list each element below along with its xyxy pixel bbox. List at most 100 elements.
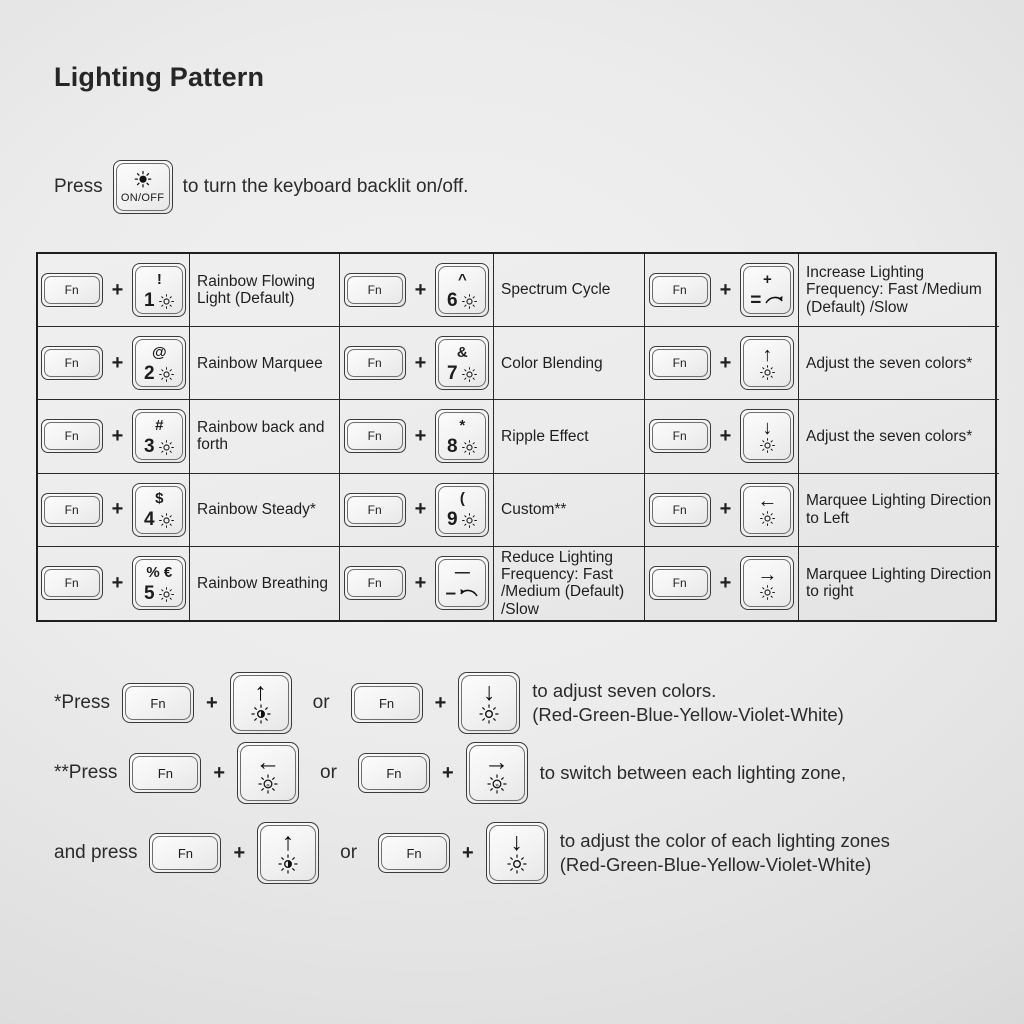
fn-key-label: Fn bbox=[64, 502, 79, 517]
fn-key[interactable]: Fn bbox=[648, 419, 711, 454]
shortcut-key[interactable]: *8 bbox=[435, 409, 490, 464]
shortcut-description: Increase Lighting Frequency: Fast /Mediu… bbox=[799, 254, 999, 328]
fn-key[interactable]: Fn bbox=[648, 273, 711, 308]
key-legend-number: 8 bbox=[447, 435, 458, 457]
key-legend-bottom: 1 bbox=[144, 288, 175, 310]
fn-key[interactable]: Fn bbox=[343, 566, 406, 601]
shortcut-description: Rainbow back and forth bbox=[190, 400, 340, 474]
key-legend-bottom: 4 bbox=[144, 507, 175, 529]
fn-key[interactable]: Fn bbox=[149, 833, 222, 873]
fn-key[interactable]: Fn bbox=[648, 566, 711, 601]
fn-key-label: Fn bbox=[672, 283, 687, 298]
fn-key-label: Fn bbox=[378, 695, 395, 711]
shortcut-description: Ripple Effect bbox=[494, 400, 645, 474]
fn-key[interactable]: Fn bbox=[40, 346, 103, 381]
sun-icon bbox=[478, 703, 500, 725]
fn-key-label: Fn bbox=[367, 356, 382, 371]
shortcut-key[interactable]: ↑ bbox=[257, 822, 320, 884]
shortcut-combo: Fn++= bbox=[645, 254, 799, 328]
plus-separator: + bbox=[719, 424, 732, 447]
fn-key[interactable]: Fn bbox=[40, 419, 103, 454]
shortcut-key[interactable]: (9 bbox=[435, 482, 490, 537]
fn-key[interactable]: Fn bbox=[40, 273, 103, 308]
shortcut-key[interactable]: % €5 bbox=[132, 556, 187, 611]
key-legend-bottom: 5 bbox=[144, 581, 175, 603]
shortcut-combo: Fn + &7 bbox=[340, 327, 494, 401]
shortcut-key[interactable]: ↓ bbox=[458, 672, 521, 734]
fn-key[interactable]: Fn bbox=[350, 683, 423, 723]
onoff-key[interactable]: ON/OFF bbox=[112, 160, 173, 214]
shortcut-key[interactable]: @2 bbox=[132, 336, 187, 391]
sun-icon bbox=[461, 293, 478, 310]
shortcut-description: Reduce Lighting Frequency: Fast /Medium … bbox=[494, 546, 645, 620]
sun-icon bbox=[759, 584, 776, 601]
shortcut-description: Adjust the seven colors* bbox=[799, 400, 999, 474]
sun-icon bbox=[759, 437, 776, 454]
shortcut-key[interactable]: #3 bbox=[132, 409, 187, 464]
shortcut-combo: Fn+% €5 bbox=[38, 546, 190, 620]
key-legend-top: ( bbox=[459, 490, 465, 508]
fn-key-label: Fn bbox=[386, 765, 402, 781]
plus-separator: + bbox=[111, 498, 124, 521]
sun-icon bbox=[158, 366, 175, 383]
key-legend-bottom: 3 bbox=[144, 434, 175, 456]
shortcut-key[interactable]: !1 bbox=[132, 263, 187, 318]
arrow-left-icon: ← bbox=[757, 490, 778, 513]
key-legend-bottom: – bbox=[446, 581, 480, 603]
fn-key[interactable]: Fn bbox=[378, 833, 451, 873]
fn-key[interactable]: Fn bbox=[121, 683, 194, 723]
shortcut-key[interactable]: → bbox=[740, 556, 795, 611]
sun-next-icon: » bbox=[486, 773, 508, 795]
footnote-or-label: or bbox=[340, 842, 358, 863]
fn-key[interactable]: Fn bbox=[40, 566, 103, 601]
shortcut-key[interactable]: —– bbox=[435, 556, 490, 611]
shortcut-key[interactable]: ^6 bbox=[435, 263, 490, 318]
key-legend-number: 3 bbox=[144, 435, 155, 457]
backlit-toggle-instruction: Press bbox=[54, 160, 468, 214]
shortcut-key[interactable]: ← bbox=[740, 482, 795, 537]
fn-key[interactable]: Fn bbox=[343, 492, 406, 527]
plus-separator: + bbox=[414, 571, 427, 594]
shortcut-description: Color Blending bbox=[494, 327, 645, 401]
fn-key[interactable]: Fn bbox=[40, 492, 103, 527]
plus-separator: + bbox=[414, 498, 427, 521]
shortcut-key[interactable]: ↓ bbox=[485, 822, 548, 884]
plus-separator: + bbox=[111, 278, 124, 301]
key-legend-top: % € bbox=[146, 563, 173, 581]
sun-icon bbox=[461, 366, 478, 383]
shortcut-key[interactable]: ↑ bbox=[740, 336, 795, 391]
shortcut-description: Rainbow Steady* bbox=[190, 473, 340, 547]
key-legend-number: 6 bbox=[447, 289, 458, 311]
fn-key-label: Fn bbox=[64, 429, 79, 444]
sun-icon bbox=[461, 512, 478, 529]
fn-key[interactable]: Fn bbox=[648, 492, 711, 527]
plus-separator: + bbox=[213, 761, 226, 784]
shortcut-key[interactable]: →» bbox=[465, 742, 528, 804]
footnote-label: *Press bbox=[54, 692, 110, 713]
fn-key[interactable]: Fn bbox=[343, 346, 406, 381]
fn-key[interactable]: Fn bbox=[343, 273, 406, 308]
shortcut-key[interactable]: $4 bbox=[132, 482, 187, 537]
plus-separator: + bbox=[414, 351, 427, 374]
key-legend-number: – bbox=[445, 582, 457, 604]
arrow-right-icon: → bbox=[757, 563, 778, 586]
plus-separator: + bbox=[719, 351, 732, 374]
fn-key[interactable]: Fn bbox=[357, 753, 430, 793]
plus-separator: + bbox=[111, 424, 124, 447]
shortcut-key[interactable]: += bbox=[740, 263, 795, 318]
fn-key[interactable]: Fn bbox=[343, 419, 406, 454]
fn-key[interactable]: Fn bbox=[129, 753, 202, 793]
footnote-or-label: or bbox=[320, 762, 337, 783]
press-suffix-label: to turn the keyboard backlit on/off. bbox=[182, 176, 469, 197]
sun-icon bbox=[158, 586, 175, 603]
shortcut-key[interactable]: ←« bbox=[237, 742, 300, 804]
shortcut-key[interactable]: &7 bbox=[435, 336, 490, 391]
fn-key[interactable]: Fn bbox=[648, 346, 711, 381]
shortcut-key[interactable]: ↑ bbox=[229, 672, 292, 734]
shortcut-key[interactable]: ↓ bbox=[740, 409, 795, 464]
shortcut-combo: Fn + !1 bbox=[38, 254, 190, 328]
